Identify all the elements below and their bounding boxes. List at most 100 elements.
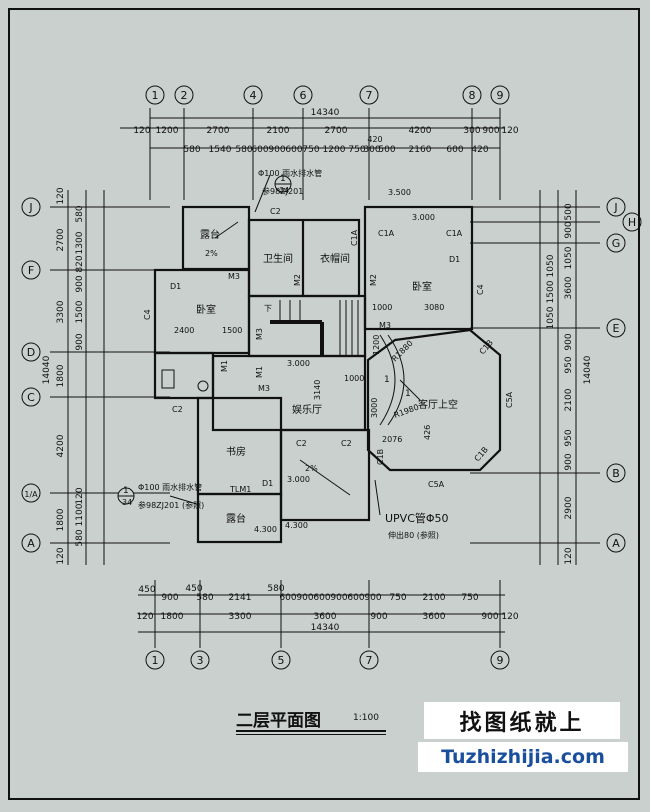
door-c2-a: C2 [270, 207, 281, 216]
axis-right-H: H [628, 216, 636, 229]
axis-left-F: F [28, 264, 34, 277]
room-balcony-bottom: 露台 [226, 512, 246, 525]
room-void: 客厅上空 [418, 398, 458, 411]
door-m2-b: M2 [369, 274, 378, 286]
dim-right-r2-0: 1050 [546, 254, 556, 277]
dim-bot-r1-7: 120 [501, 612, 518, 622]
door-m1-a: M1 [220, 360, 229, 372]
door-c1a-a: C1A [350, 229, 359, 246]
door-m3-b: M3 [255, 328, 264, 340]
door-c2-b: C2 [172, 405, 183, 414]
dim-top-r2-0: 580 [183, 145, 200, 155]
axis-right-E: E [613, 322, 620, 335]
elev-3500: 3.500 [388, 188, 411, 197]
dim-top-total: 14340 [311, 108, 340, 118]
axis-bottom-3: 3 [197, 654, 204, 667]
dim-right-r1-7: 950 [564, 429, 574, 446]
axis-right-A: A [612, 537, 620, 550]
axis-right-G: G [612, 237, 621, 250]
dim-top-mid: 420 [367, 135, 382, 144]
dim-bot-r2-0: 450 [138, 585, 155, 595]
dim-bot-r1-2: 3300 [229, 612, 252, 622]
door-m2-a: M2 [293, 274, 302, 286]
dim-right-r2-2: 1050 [546, 306, 556, 329]
pipe-top-label: Φ100 雨水排水管 [258, 168, 322, 178]
dim-1500: 1500 [222, 326, 242, 335]
c5a-a: C5A [505, 391, 514, 408]
dim-top-r2-9: 300 [363, 145, 380, 155]
dim-right-r2-1: 1500 [546, 280, 556, 303]
detail-top-num: 1 [280, 174, 286, 184]
dim-2076: 2076 [382, 435, 402, 444]
slope-2: 2% [305, 464, 318, 473]
dim-bot-r2-2: 580 [196, 593, 213, 603]
dim-bot-extra-1: 580 [267, 584, 284, 594]
axis-left-A: A [27, 537, 35, 550]
axis-top-6: 6 [300, 89, 307, 102]
dim-right-total: 14040 [583, 355, 593, 384]
dim-2400: 2400 [174, 326, 194, 335]
door-m3-d: M3 [258, 384, 270, 393]
axis-top-1: 1 [152, 89, 159, 102]
drawing-scale: 1:100 [353, 713, 379, 723]
dim-top-r2-13: 420 [471, 145, 488, 155]
dim-bot-r2-5: 900 [296, 593, 313, 603]
arrow-2: 1 [384, 375, 390, 385]
dim-top-r2-11: 2160 [409, 145, 432, 155]
dim-1200: 1200 [372, 335, 381, 355]
detail-bot-num: 1 [123, 486, 129, 496]
c4-a: C4 [143, 309, 152, 320]
dim-left-r2-7: 1100 [75, 503, 85, 526]
axis-top-4: 4 [250, 89, 257, 102]
c1b-c: C1B [473, 445, 490, 463]
dim-426: 426 [423, 425, 432, 440]
room-bedroom-right: 卧室 [412, 280, 432, 293]
pipe-bot-label: Φ100 雨水排水管 [138, 482, 202, 492]
dim-top-r1-3: 2100 [267, 126, 290, 136]
dim-left-total: 14040 [42, 355, 52, 384]
watermark-box: 找图纸就上 [424, 702, 620, 739]
r1880: R1880 [390, 339, 415, 364]
room-bedroom-left: 卧室 [196, 303, 216, 316]
upvc-note: 伸出80 (参照) [388, 530, 439, 540]
axis-left-J: J [28, 201, 32, 214]
dim-left-r1-4: 4200 [56, 434, 66, 457]
dim-bot-r1-1: 1800 [161, 612, 184, 622]
room-bath: 卫生间 [263, 252, 293, 265]
dim-bot-r2-10: 750 [389, 593, 406, 603]
axis-left-C: C [27, 391, 35, 404]
axis-right-B: B [612, 467, 620, 480]
drawing-title: 二层平面图 [236, 711, 321, 731]
pipe-bot-ref: 参98ZJ201 [138, 500, 179, 510]
dim-left-r2-6: 120 [75, 487, 85, 504]
dim-left-r2-4: 1500 [75, 300, 85, 323]
dim-3140: 3140 [313, 380, 322, 400]
elev-3000-b: 3.000 [287, 359, 310, 368]
dim-right-r1-1: 900 [564, 221, 574, 238]
door-d1-c: D1 [262, 479, 273, 488]
axis-top-2: 2 [181, 89, 188, 102]
c1b-b: C1B [376, 449, 385, 465]
dim-left-r2-0: 580 [75, 205, 85, 222]
arrow-1: 1 [405, 389, 411, 399]
dim-bot-r2-8: 600 [347, 593, 364, 603]
c4-b: C4 [476, 284, 485, 295]
dim-3080: 3080 [424, 303, 444, 312]
dim-left-r1-3: 1800 [56, 364, 66, 387]
dim-left-r1-5: 1800 [56, 508, 66, 531]
dim-right-r1-4: 900 [564, 333, 574, 350]
room-closet: 衣帽间 [320, 252, 350, 265]
dim-top-r2-3: 600 [251, 145, 268, 155]
axis-top-7: 7 [366, 89, 373, 102]
pipe-top-ref: 参98ZJ201 [262, 186, 303, 196]
slope-1: 2% [205, 249, 218, 258]
door-m3-a: M3 [228, 272, 240, 281]
axis-bottom-9: 9 [497, 654, 504, 667]
detail-bot-sheet: 34 [122, 498, 132, 507]
dim-top-r2-1: 1540 [209, 145, 232, 155]
dim-left-r1-6: 120 [56, 547, 66, 564]
dim-right-r1-8: 900 [564, 453, 574, 470]
door-c2-d: C2 [341, 439, 352, 448]
dim-bot-r1-6: 900 [481, 612, 498, 622]
